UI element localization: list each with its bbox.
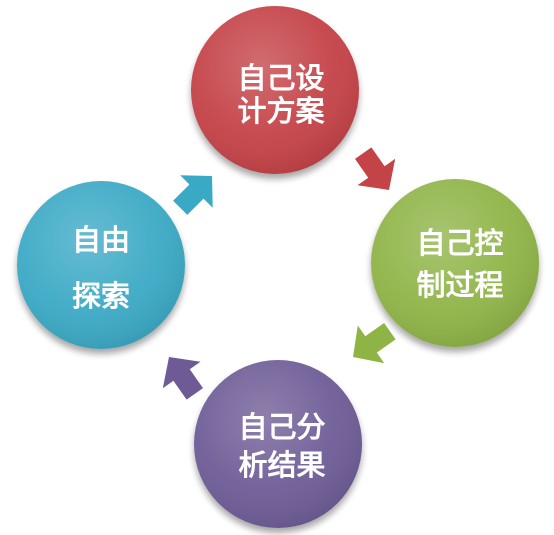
node-analyze-shine [194,360,362,528]
node-design-line-1: 自己设 [237,61,324,95]
node-analyze: 自己分 析结果 [194,360,362,528]
node-control-line-2: 制过程 [416,268,503,302]
node-control: 自己控 制过程 [371,179,539,347]
node-analyze-line-2: 析结果 [238,448,325,482]
node-design: 自己设 计方案 [191,6,359,174]
node-design-line-2: 计方案 [237,94,325,128]
node-control-line-1: 自己控 [416,226,503,260]
arrow-design-to-control [355,147,396,190]
node-analyze-line-1: 自己分 [238,410,325,444]
node-explore: 自由 探索 [17,181,185,349]
arrow-explore-to-design [173,175,213,215]
node-design-shine [191,6,359,174]
node-explore-line-1: 自由 [72,223,130,257]
node-explore-shine [17,181,185,349]
arrows [162,147,396,400]
node-control-shine [371,179,539,347]
arrow-analyze-to-explore [162,357,203,400]
arrow-control-to-analyze [353,323,396,364]
node-explore-line-2: 探索 [72,279,130,313]
